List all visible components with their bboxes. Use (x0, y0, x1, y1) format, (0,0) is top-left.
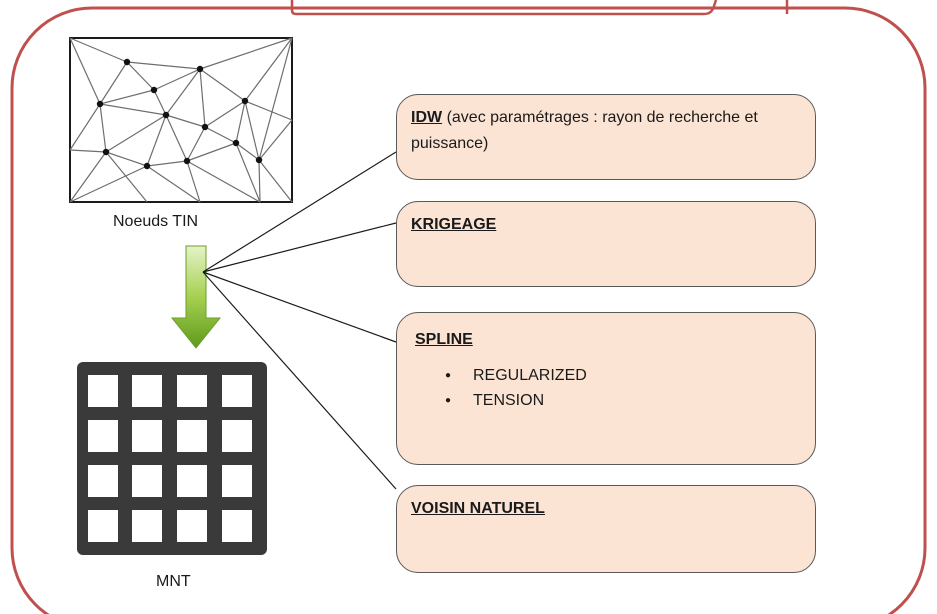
method-title-voisin-naturel: VOISIN NATUREL (411, 500, 545, 517)
spline-option-tension: TENSION (445, 388, 797, 413)
method-title-krigeage: KRIGEAGE (411, 216, 497, 233)
mnt-label: MNT (156, 573, 191, 590)
tin-diagram (69, 37, 293, 203)
tin-label: Noeuds TIN (113, 213, 199, 230)
main-frame (10, 6, 927, 614)
method-desc-idw: (avec paramétrages : rayon de recherche … (411, 109, 758, 152)
method-box-voisin-naturel: VOISIN NATUREL (396, 485, 816, 573)
method-box-spline: SPLINE REGULARIZED TENSION (396, 312, 816, 465)
mnt-grid (77, 362, 267, 555)
method-box-idw: IDW (avec paramétrages : rayon de recher… (396, 94, 816, 180)
method-title-idw: IDW (411, 109, 443, 126)
method-box-krigeage: KRIGEAGE (396, 201, 816, 287)
method-title-spline: SPLINE (415, 331, 473, 348)
spline-options: REGULARIZED TENSION (415, 363, 797, 413)
down-arrow (170, 245, 222, 349)
spline-option-regularized: REGULARIZED (445, 363, 797, 388)
connector-lines (202, 151, 397, 490)
